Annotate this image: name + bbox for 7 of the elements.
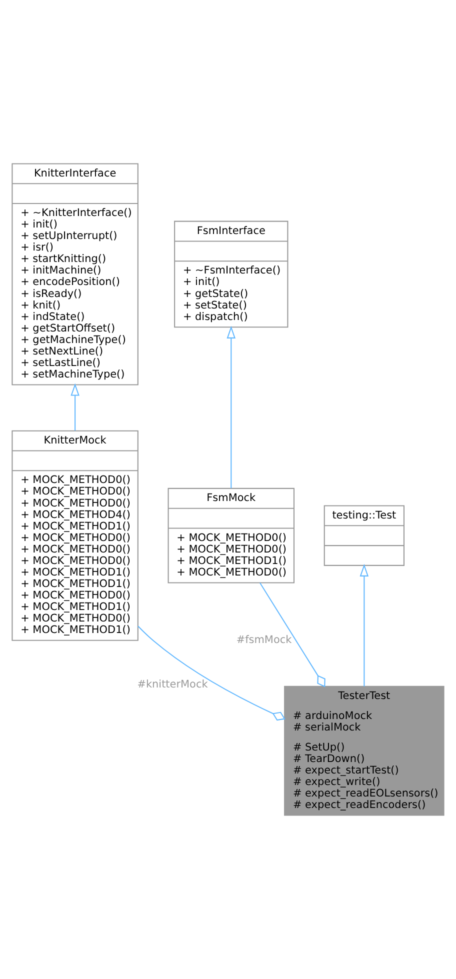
edge-label: #fsmMock	[236, 634, 292, 646]
connector	[260, 582, 326, 688]
arrow	[226, 326, 236, 488]
arrow	[360, 564, 369, 686]
edge-label: #knitterMock	[137, 678, 208, 690]
connector	[138, 626, 286, 721]
arrow	[70, 383, 80, 431]
